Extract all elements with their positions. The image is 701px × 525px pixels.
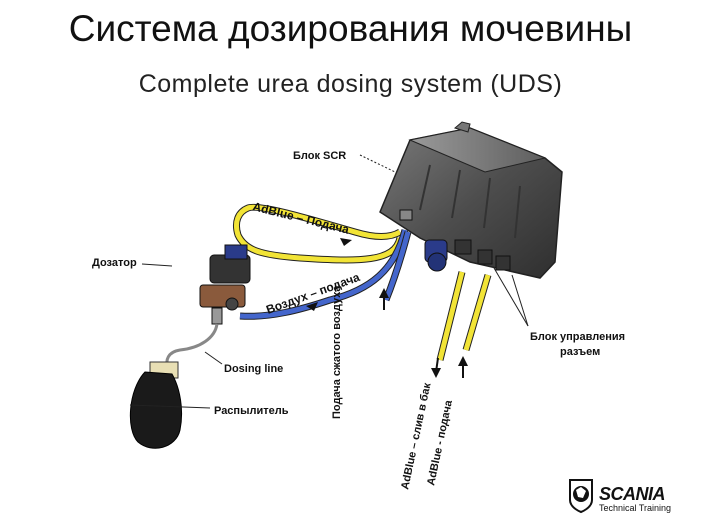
brand-tagline: Technical Training [599,503,672,513]
adblue-return-line [436,271,466,361]
griffin-icon [569,479,593,514]
adblue-feed-arrow [340,238,352,246]
adblue-feed-line [232,203,404,264]
adblue-supply-label: AdBlue - подача [425,398,455,486]
control-unit-leader-1 [493,267,529,327]
doser [199,244,251,325]
adblue-supply-arrow-head [458,356,468,366]
sprayer-leader [129,404,211,409]
doser-leader [141,263,173,267]
sprayer-label: Распылитель [214,405,289,417]
brand-logo-text: SCANIA [599,484,666,504]
scr-unit-leader [359,154,396,173]
page-title: Система дозирования мочевины [68,8,633,49]
adblue-return-arrow-head [431,368,441,378]
doser-label: Дозатор [92,257,137,269]
sprayer [129,361,183,449]
adblue-supply-line [462,274,492,351]
air-feed-arrow [306,302,318,311]
air-feed-line [239,229,409,320]
dosing-line-leader [204,351,223,365]
dosing-line-hose [165,323,219,369]
control-unit-label-line1: Блок управления [530,331,625,343]
page-subtitle: Complete urea dosing system (UDS) [138,70,563,98]
control-unit-label-line2: разъем [560,346,600,358]
dosing-line-label: Dosing line [224,363,283,375]
scr-unit-label: Блок SCR [293,150,346,162]
compressed-air-label: Подача сжатого воздуха [331,285,343,419]
compressed-air-arrow-head [379,288,389,298]
control-unit-leader-2 [511,274,529,327]
adblue-feed-label: AdBlue – Подача [251,199,351,237]
scr-unit [379,121,563,279]
